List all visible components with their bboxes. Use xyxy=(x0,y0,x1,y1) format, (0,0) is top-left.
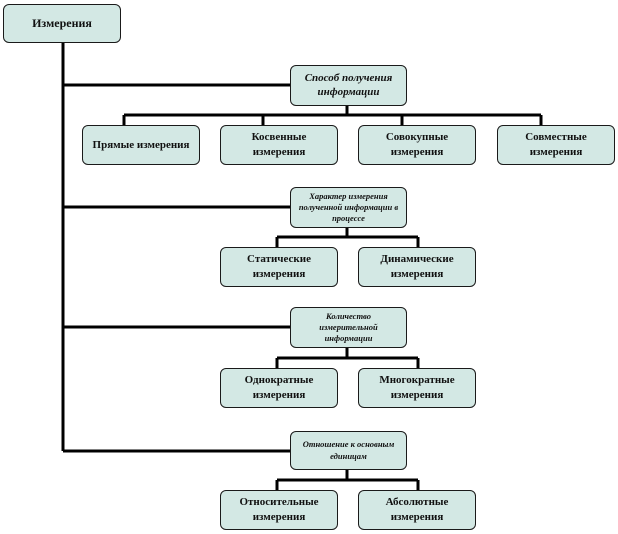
item-direct: Прямые измерения xyxy=(82,125,200,165)
category-method: Способ получения информации xyxy=(290,65,407,106)
item-dynamic: Динамические измерения xyxy=(358,247,476,287)
category-quantity: Количество измерительной информации xyxy=(290,307,407,348)
category-character: Характер измерения полученной информации… xyxy=(290,187,407,228)
item-indirect: Косвенные измерения xyxy=(220,125,338,165)
item-static: Статические измерения xyxy=(220,247,338,287)
item-absolute: Абсолютные измерения xyxy=(358,490,476,530)
item-joint: Совместные измерения xyxy=(497,125,615,165)
item-cumulative: Совокупные измерения xyxy=(358,125,476,165)
item-single: Однократные измерения xyxy=(220,368,338,408)
category-relation: Отношение к основным единицам xyxy=(290,431,407,470)
root-node: Измерения xyxy=(3,4,121,43)
item-relative: Относительные измерения xyxy=(220,490,338,530)
item-multiple: Многократные измерения xyxy=(358,368,476,408)
